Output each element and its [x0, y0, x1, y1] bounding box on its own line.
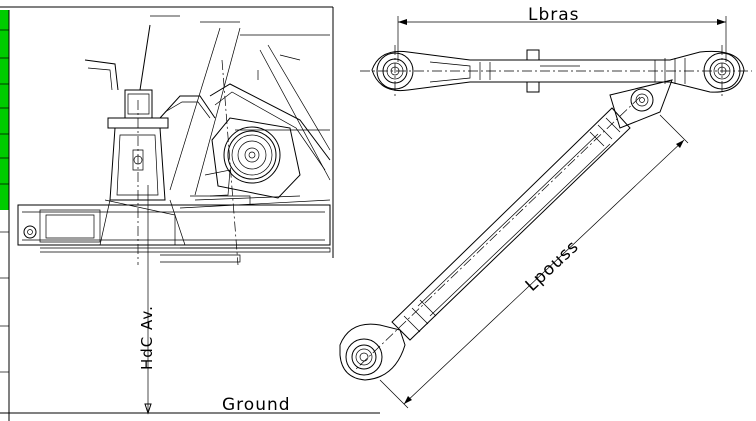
upper-arm — [84, 24, 216, 119]
left-panel: HdC Av. Ground — [0, 6, 380, 421]
mid-bracket — [609, 79, 673, 129]
hub-axis — [221, 59, 239, 266]
lbras-dimension: Lbras — [397, 5, 727, 62]
lbras-label: Lbras — [528, 5, 580, 25]
right-panel: Lbras — [339, 5, 752, 409]
ground-line-group: Ground — [0, 395, 380, 415]
lpouss-label: Lpouss — [522, 237, 583, 296]
ground-label: Ground — [222, 395, 291, 415]
lpouss-dimension: Lpouss — [379, 114, 689, 409]
left-tab-strip — [0, 10, 10, 421]
brake-hub — [204, 117, 330, 199]
subframe — [17, 195, 331, 263]
upper-link — [360, 45, 752, 98]
push-rod — [339, 96, 641, 381]
body-lines — [150, 15, 331, 196]
upright — [99, 89, 186, 246]
green-tab-strip — [0, 10, 9, 210]
hdc-dimension: HdC Av. — [138, 185, 156, 415]
hdc-av-label: HdC Av. — [138, 305, 156, 370]
